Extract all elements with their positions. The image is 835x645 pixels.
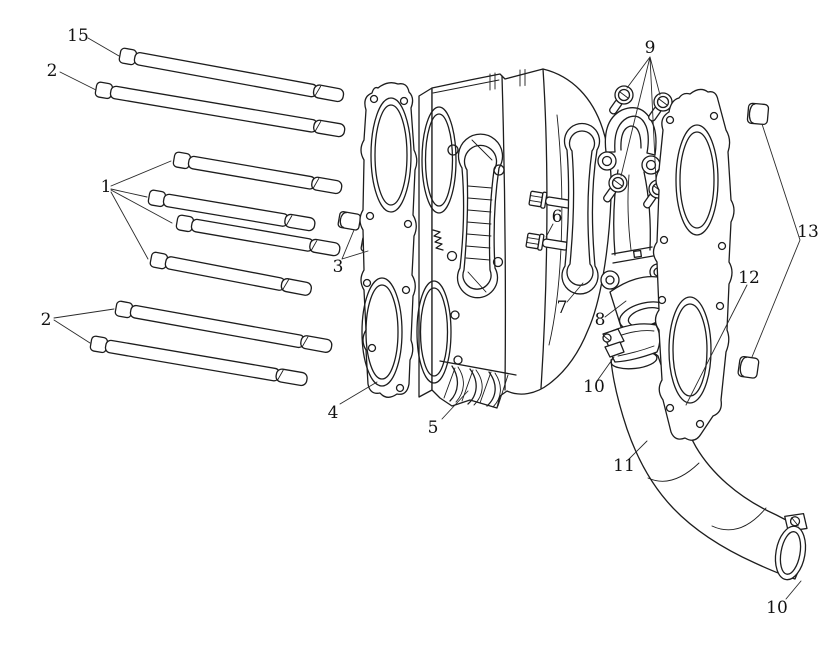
stud-1-b <box>147 189 316 232</box>
leader-9 <box>620 56 661 182</box>
leader-1 <box>110 160 173 260</box>
leader-2-bottom <box>53 308 115 344</box>
callout-3: 3 <box>333 257 344 277</box>
stud-1-a <box>172 151 343 195</box>
callout-6: 6 <box>552 207 563 227</box>
callout-15: 15 <box>67 26 89 46</box>
bolt-9-b <box>648 92 673 122</box>
dowel-pin-3-a <box>337 211 362 231</box>
head-gasket-right <box>652 88 735 441</box>
head-gasket-left <box>359 82 418 398</box>
stud-1-d <box>149 251 312 296</box>
leader-8 <box>604 300 627 318</box>
callout-8: 8 <box>595 310 606 330</box>
leader-15 <box>87 37 120 57</box>
water-gasket-7 <box>561 122 601 295</box>
callout-2-top: 2 <box>47 61 58 81</box>
callout-2-bottom: 2 <box>41 310 52 330</box>
leader-10-left <box>596 356 615 382</box>
bolt-9-c <box>603 173 628 203</box>
callout-13: 13 <box>797 222 819 242</box>
plug-13-lower <box>737 355 760 379</box>
sprocket-teeth <box>432 229 444 251</box>
stud-2-lower-b <box>89 335 308 387</box>
leader-lines <box>53 37 802 600</box>
stud-15 <box>118 47 345 103</box>
leader-7 <box>566 282 584 303</box>
leader-5 <box>441 390 469 420</box>
callout-11: 11 <box>613 456 635 476</box>
stud-2-upper <box>94 81 346 138</box>
callout-9: 9 <box>645 38 656 58</box>
stud-2-lower-a <box>114 300 333 353</box>
hose-clamp-upper <box>602 323 661 363</box>
callout-10-left: 10 <box>583 377 605 397</box>
callout-5: 5 <box>428 418 439 438</box>
callout-labels: 15 2 1 3 2 4 5 6 7 8 9 10 11 12 13 10 <box>41 26 819 618</box>
leader-6 <box>545 223 554 238</box>
hose-clamp-lower <box>774 512 808 581</box>
leader-10-right <box>785 580 802 600</box>
leader-3 <box>341 229 369 260</box>
leader-4 <box>339 381 378 405</box>
callout-4: 4 <box>328 403 339 423</box>
leader-13 <box>751 123 801 358</box>
callout-12: 12 <box>738 268 760 288</box>
plug-13-upper <box>746 102 770 126</box>
callout-1: 1 <box>101 177 112 197</box>
bolt-6-a <box>528 190 573 209</box>
cylinder-block <box>416 68 612 409</box>
leader-11 <box>628 440 648 460</box>
callout-10-right: 10 <box>766 598 788 618</box>
leader-12 <box>685 284 748 406</box>
bolt-9-a <box>609 85 634 115</box>
callout-7: 7 <box>557 298 568 318</box>
stud-1-c <box>175 214 341 257</box>
leader-2-top <box>59 71 97 91</box>
